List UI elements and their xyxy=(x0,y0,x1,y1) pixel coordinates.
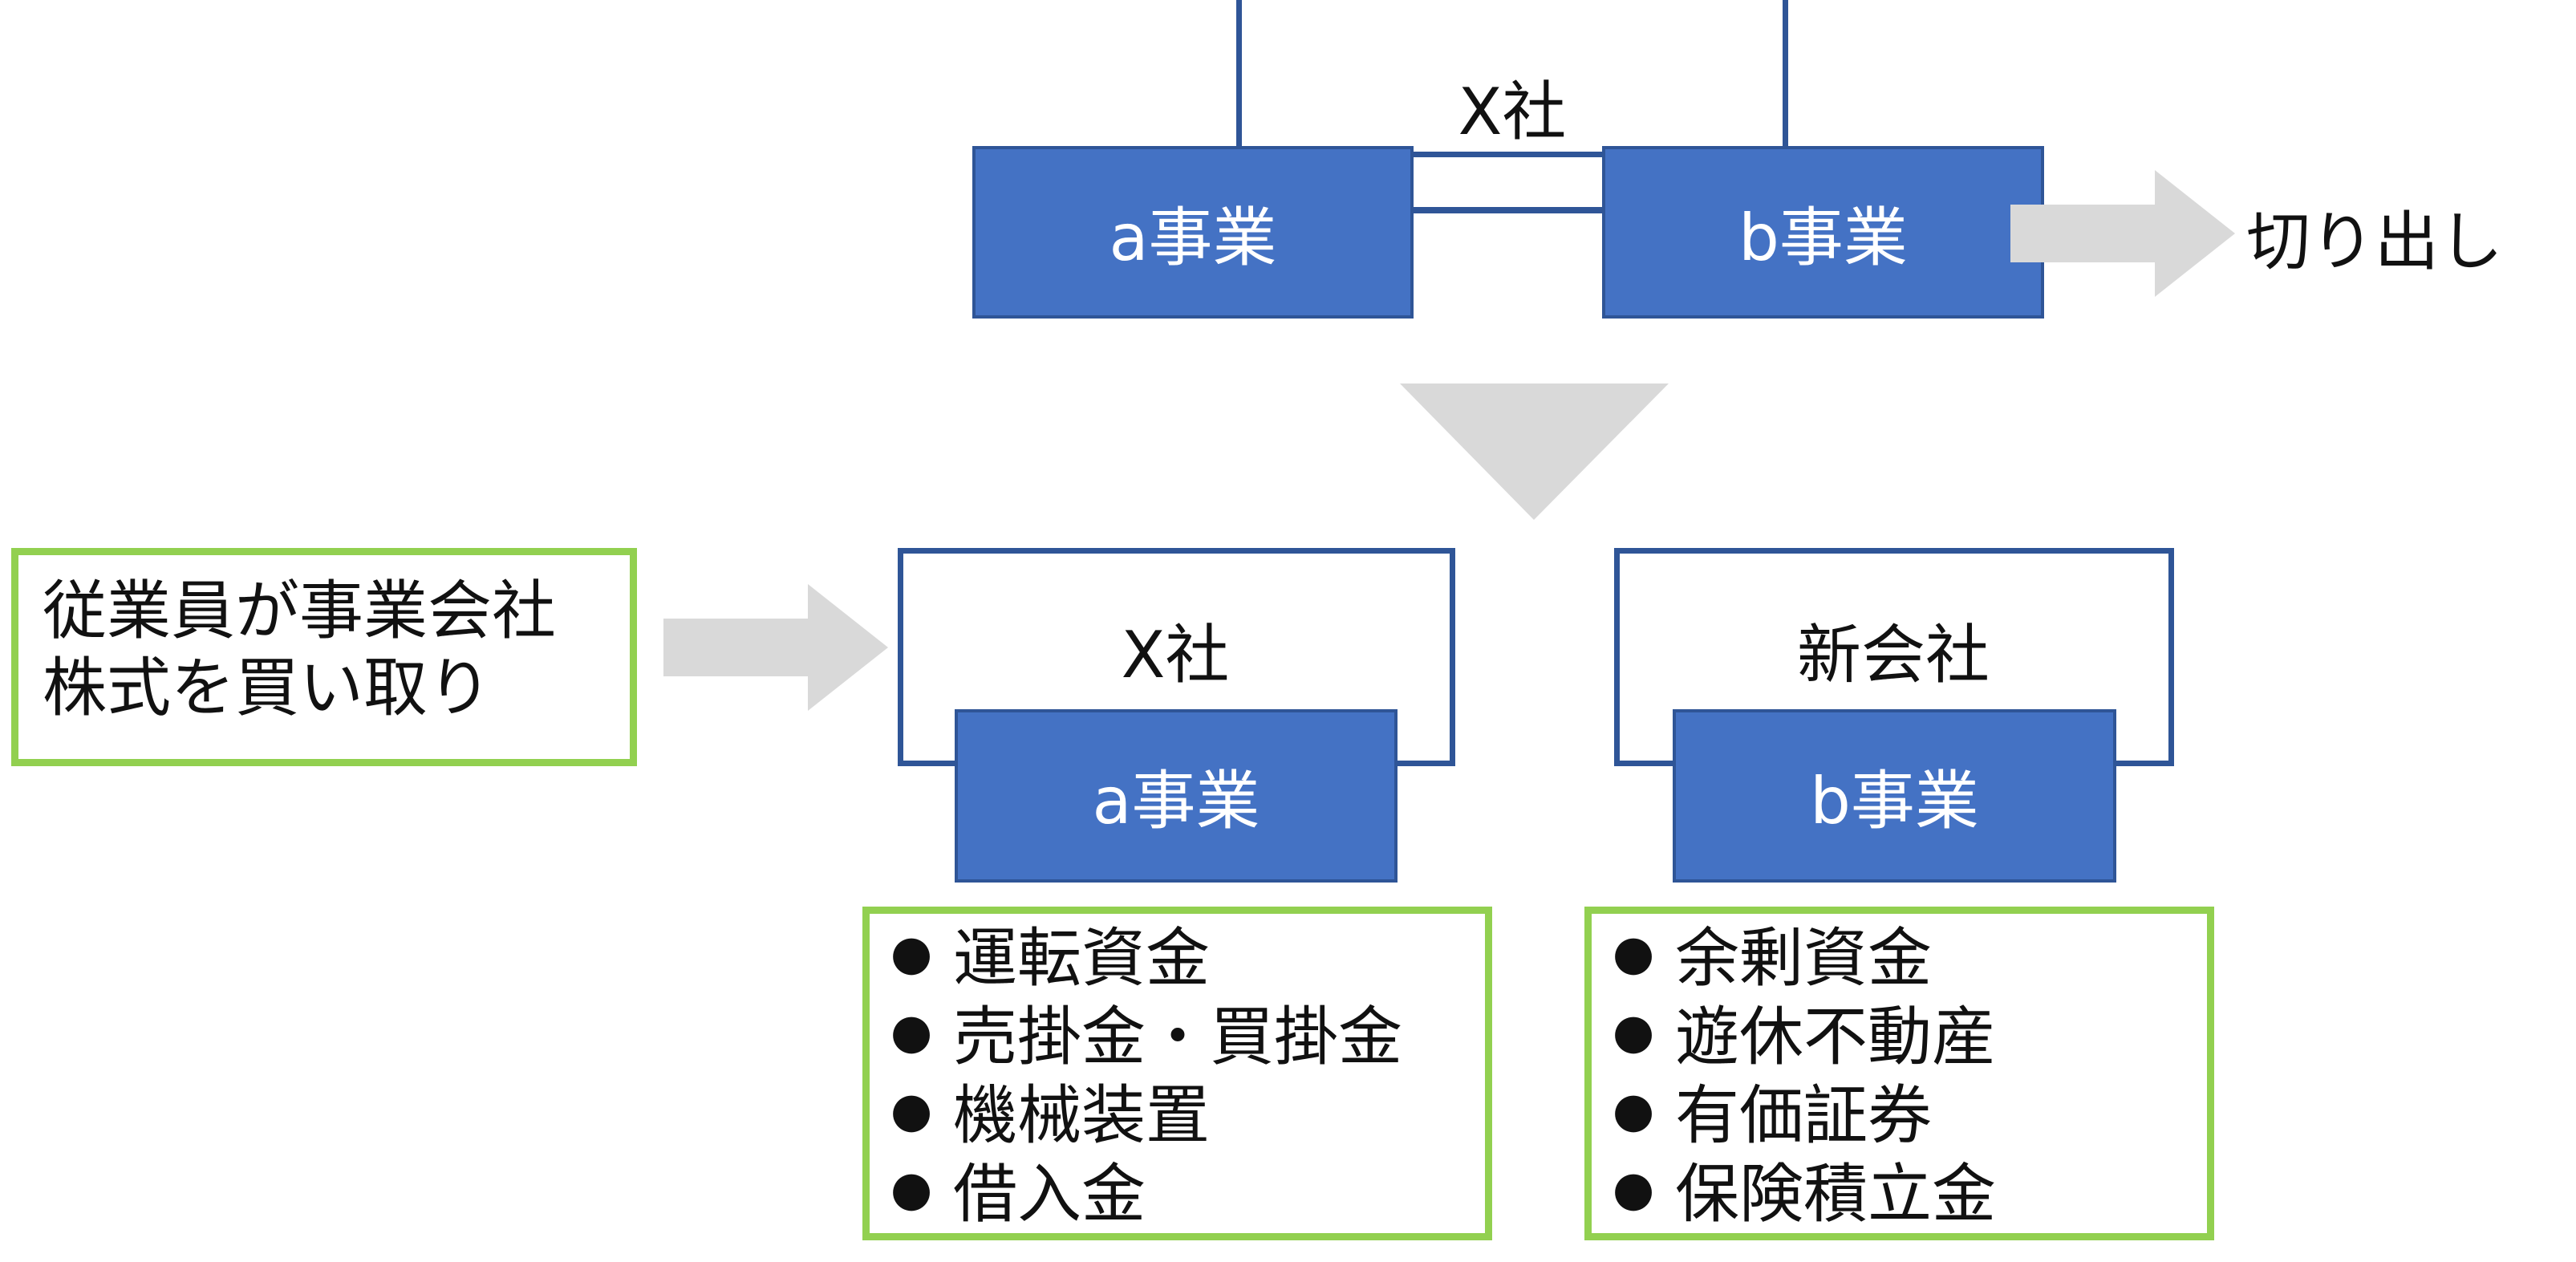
note-line: 従業員が事業会社 xyxy=(43,574,556,648)
business-a-box-bottom: a事業 xyxy=(955,709,1398,883)
down-arrow xyxy=(1400,383,1669,520)
list-item: ●売掛金・買掛金 xyxy=(890,1000,1402,1074)
business-a-box-top: a事業 xyxy=(972,146,1414,319)
x-company-assets-box: ●運転資金 ●売掛金・買掛金 ●機械装置 ●借入金 xyxy=(862,907,1492,1240)
list-item: ●有価証券 xyxy=(1612,1078,1932,1153)
employee-purchase-note: 従業員が事業会社 株式を買い取り xyxy=(11,548,637,766)
new-company-label: 新会社 xyxy=(1797,618,1990,692)
business-b-box-bottom: b事業 xyxy=(1673,709,2116,883)
list-item: ●保険積立金 xyxy=(1612,1157,1996,1232)
company-x-label-top: X社 xyxy=(1458,75,1567,149)
business-b-box-top: b事業 xyxy=(1602,146,2044,319)
purchase-arrow xyxy=(663,584,888,711)
connector-line xyxy=(1412,207,1613,213)
list-item: ●機械装置 xyxy=(890,1078,1210,1153)
carve-out-label: 切り出し xyxy=(2246,205,2503,279)
new-company-assets-box: ●余剰資金 ●遊休不動産 ●有価証券 ●保険積立金 xyxy=(1584,907,2214,1240)
list-item: ●運転資金 xyxy=(890,921,1210,996)
company-x-frame-top xyxy=(1236,0,1788,157)
note-line: 株式を買い取り xyxy=(43,651,492,725)
list-item: ●遊休不動産 xyxy=(1612,1000,1996,1074)
list-item: ●余剰資金 xyxy=(1612,921,1932,996)
company-x-label-bottom: X社 xyxy=(1121,618,1230,692)
carve-out-arrow xyxy=(2010,170,2235,297)
list-item: ●借入金 xyxy=(890,1157,1146,1232)
